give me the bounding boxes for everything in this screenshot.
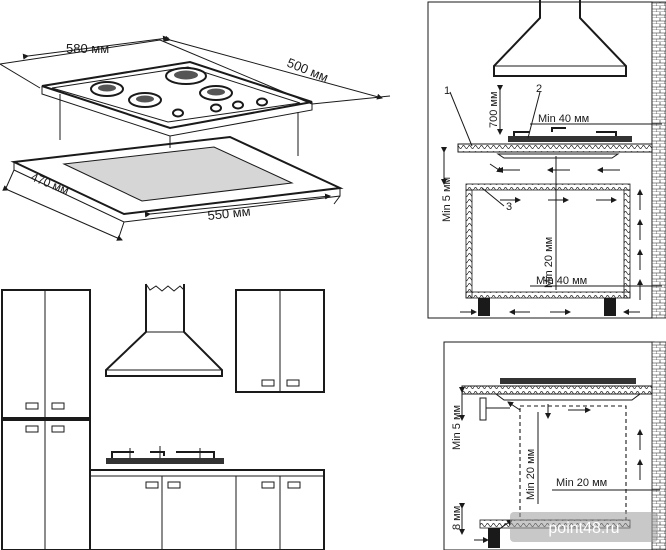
cabinet-leg [488,528,500,548]
hob-dimension-extension [0,39,391,105]
installation-section-top: 700 мм Min 40 мм Min 5 мм Min 20 мм Min … [427,0,666,319]
min-horizontal-label: Min 20 мм [556,477,607,489]
burner-left [90,81,124,97]
cabinet-handle [25,425,39,433]
hob-illustration: 580 мм 500 мм [0,35,391,156]
hob-under-body [496,153,620,159]
hob-drop-lines [59,94,299,156]
built-in-hob [106,458,224,464]
cabinet-handle [286,379,300,387]
min-below-label: Min 20 мм [543,237,555,288]
burner-large [165,67,207,85]
cutout-width-label: 550 мм [207,204,252,223]
callout-1-leader [449,91,473,147]
cutout-opening [62,146,294,202]
hob-width-dimension [22,35,169,60]
cutout-depth-dimension [2,185,123,241]
hob-depth-label: 500 мм [285,55,331,85]
floor-label: 8 мм [451,506,463,530]
cabinet-leg [604,298,616,316]
section-countertop [457,143,653,153]
section-countertop [461,385,653,395]
burner-right [199,85,233,101]
cutout-width-dimension [144,193,331,218]
kitchen-illustration [1,283,325,550]
section-hood [493,0,627,77]
cabinet-leg [478,298,490,316]
cabinet-handle [51,402,65,410]
cabinet-handle [25,402,39,410]
min-top-label: Min 40 мм [538,113,589,125]
cabinet-handle [51,425,65,433]
cutout-extension-lines [5,169,341,241]
hood-height-label: 700 мм [488,91,500,128]
base-cabinets [89,446,325,550]
hob-depth-dimension [164,35,383,100]
airflow-arrows [460,163,643,315]
hob-width-label: 580 мм [66,41,109,56]
section-hob [508,136,632,142]
callout-3: 3 [506,201,512,213]
tall-cabinet-lower [1,419,91,550]
brick-wall-top [651,1,666,319]
control-knobs [172,97,268,118]
min-side-label-bottom: Min 5 мм [451,405,463,450]
section-frame-top [427,1,653,319]
watermark: point48.ru [510,512,658,542]
countertop-cutout: 470 мм 550 мм [2,135,344,241]
callout-2: 2 [536,83,542,95]
callout-2-leader [527,91,541,139]
brick-wall-bottom [651,341,666,550]
hob-inner-edge [51,66,301,123]
callout-1: 1 [444,85,450,97]
watermark-text: point48.ru [548,520,619,537]
airflow-arrows-bottom [474,401,643,543]
cutout-depth-label: 470 мм [29,170,71,198]
range-hood [105,283,223,377]
min-vertical-label: Min 20 мм [525,449,537,500]
burner-middle [128,92,162,108]
min-side-label: Min 5 мм [441,177,453,222]
tall-cabinet-upper [1,289,91,419]
min-bottom-label: Min 40 мм [536,275,587,287]
callout-3-leader [481,187,505,207]
hob-top-surface [41,60,313,130]
section-hob [500,378,636,384]
cabinet-handle [261,379,275,387]
